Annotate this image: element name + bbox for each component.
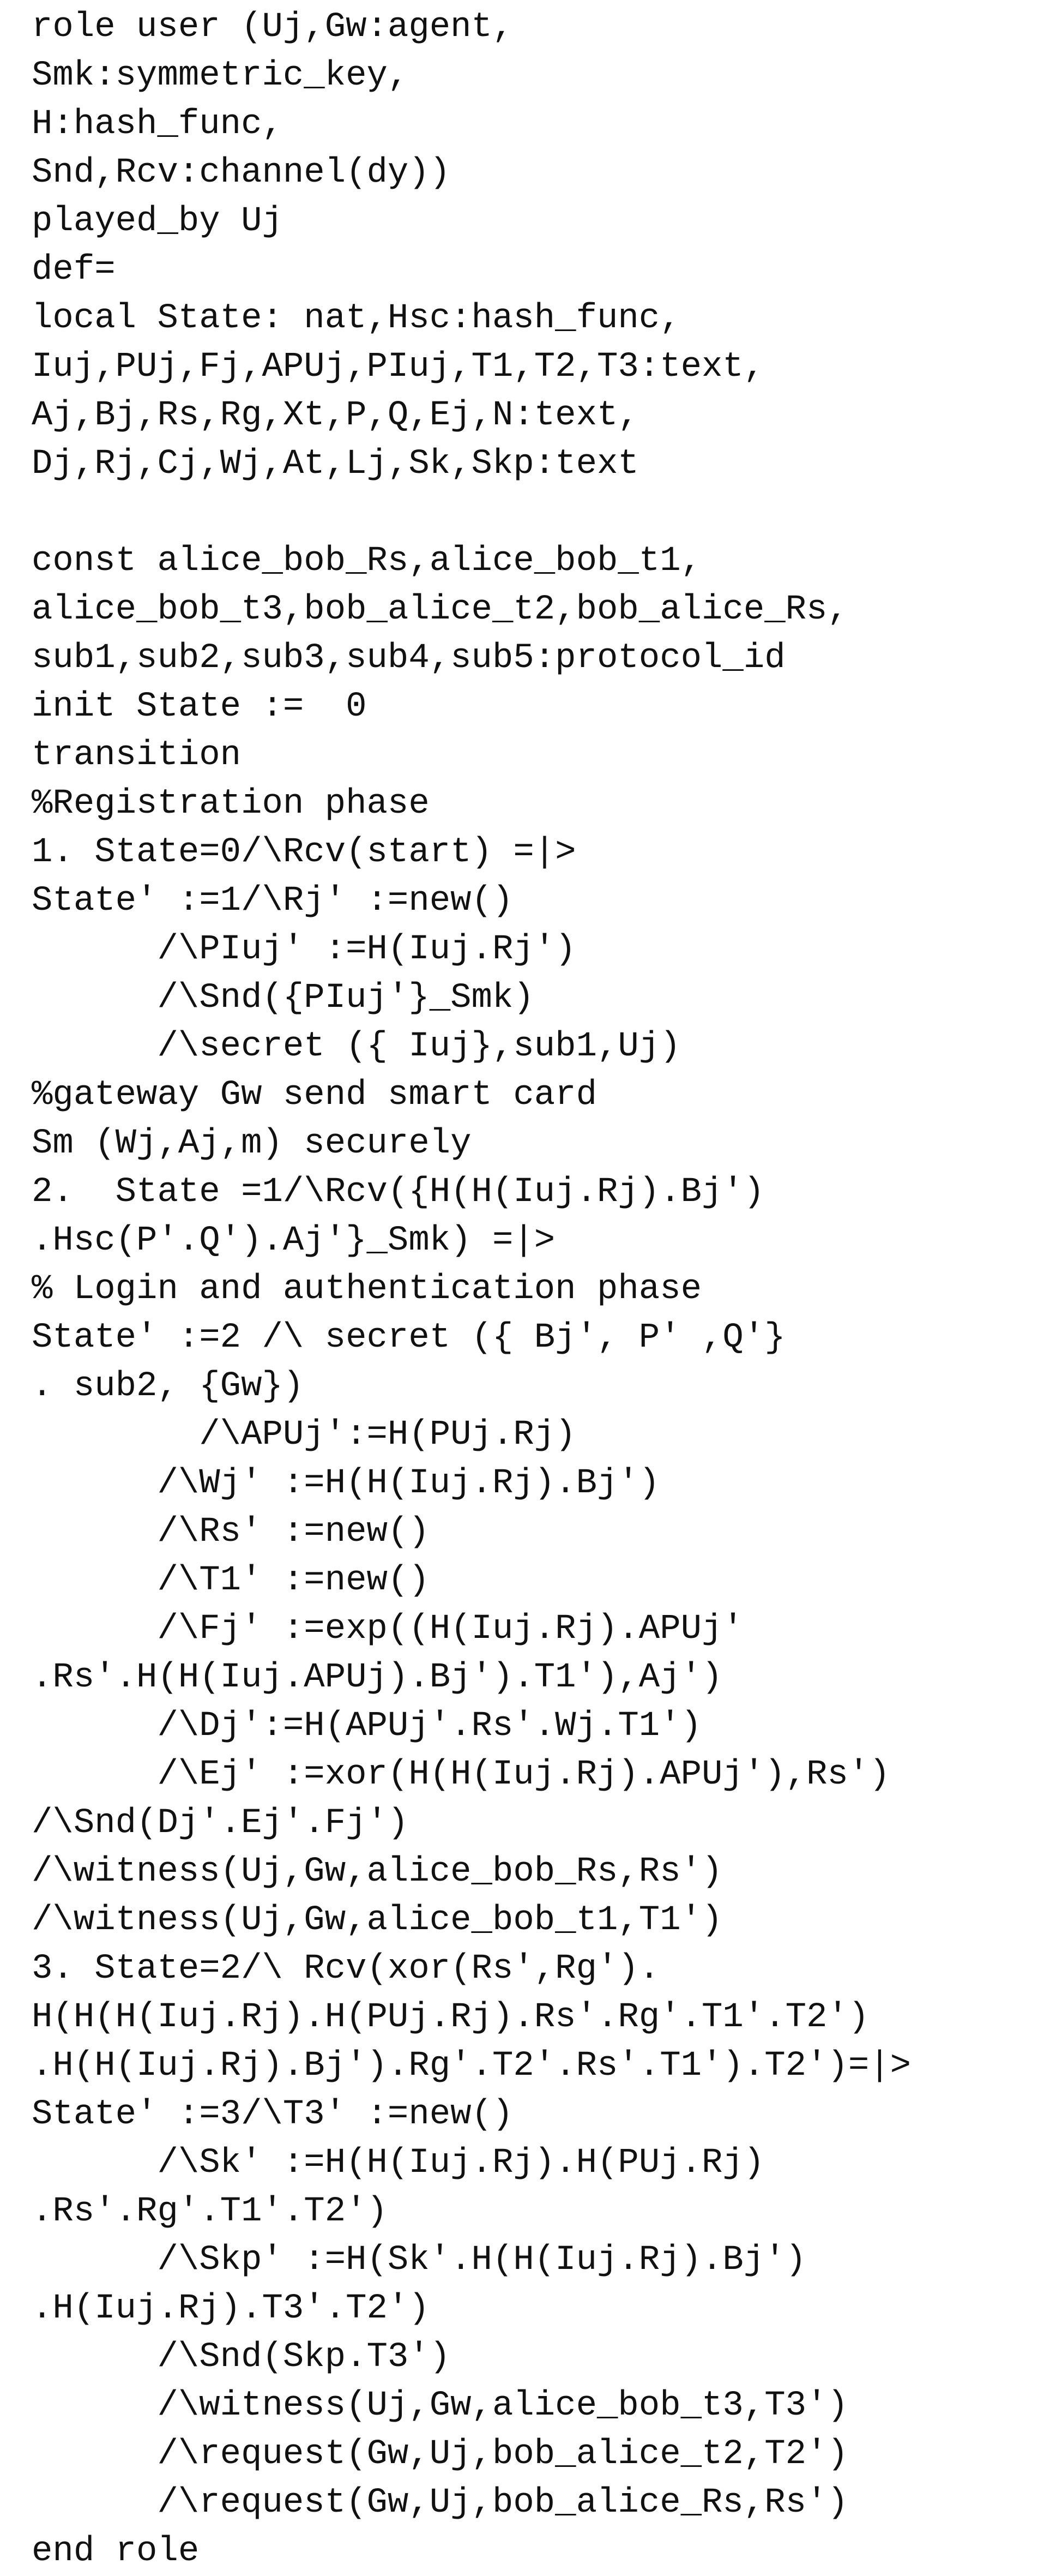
code-line: /\witness(Uj,Gw,alice_bob_t3,T3') — [32, 2386, 848, 2425]
code-line: end role — [32, 2532, 200, 2571]
code-line: init State := 0 — [32, 687, 367, 726]
code-line: % Login and authentication phase — [32, 1270, 702, 1309]
code-line: .Hsc(P'.Q').Aj'}_Smk) =|> — [32, 1221, 556, 1260]
code-line: transition — [32, 736, 242, 775]
code-line: /\PIuj' :=H(Iuj.Rj') — [32, 930, 576, 969]
code-line: /\T1' :=new() — [32, 1561, 430, 1600]
code-line: Smk:symmetric_key, — [32, 56, 409, 95]
code-line: /\Fj' :=exp((H(Iuj.Rj).APUj' — [32, 1610, 744, 1649]
code-line: /\APUj':=H(PUj.Rj) — [32, 1415, 576, 1455]
code-line: H:hash_func, — [32, 105, 283, 144]
code-line: 2. State =1/\Rcv({H(H(Iuj.Rj).Bj') — [32, 1173, 765, 1212]
code-line: /\Sk' :=H(H(Iuj.Rj).H(PUj.Rj) — [32, 2143, 765, 2183]
code-line: Sm (Wj,Aj,m) securely — [32, 1124, 472, 1163]
code-line: %Registration phase — [32, 784, 430, 824]
code-line: .Rs'.Rg'.T1'.T2') — [32, 2192, 388, 2231]
code-line: alice_bob_t3,bob_alice_t2,bob_alice_Rs, — [32, 590, 848, 629]
code-line — [32, 489, 911, 537]
code-line: /\secret ({ Iuj},sub1,Uj) — [32, 1027, 681, 1066]
code-line: /\witness(Uj,Gw,alice_bob_Rs,Rs') — [32, 1852, 723, 1892]
code-line: role user (Uj,Gw:agent, — [32, 8, 514, 47]
code-line: /\witness(Uj,Gw,alice_bob_t1,T1') — [32, 1901, 723, 1940]
code-line: 1. State=0/\Rcv(start) =|> — [32, 833, 576, 872]
code-lines: role user (Uj,Gw:agent, Smk:symmetric_key… — [32, 3, 911, 2576]
code-line: /\Rs' :=new() — [32, 1512, 430, 1552]
code-line: .Rs'.H(H(Iuj.APUj).Bj').T1'),Aj') — [32, 1658, 723, 1697]
code-line: /\Skp' :=H(Sk'.H(H(Iuj.Rj).Bj') — [32, 2241, 807, 2280]
code-line: %gateway Gw send smart card — [32, 1076, 597, 1115]
code-line: /\Wj' :=H(H(Iuj.Rj).Bj') — [32, 1464, 660, 1503]
code-line: Snd,Rcv:channel(dy)) — [32, 153, 451, 193]
code-line: Iuj,PUj,Fj,APUj,PIuj,T1,T2,T3:text, — [32, 347, 765, 387]
code-line: /\Snd(Skp.T3') — [32, 2338, 451, 2377]
code-line: .H(Iuj.Rj).T3'.T2') — [32, 2289, 430, 2328]
code-line: /\Snd(Dj'.Ej'.Fj') — [32, 1804, 409, 1843]
code-line: played_by Uj — [32, 202, 283, 241]
code-line: Dj,Rj,Cj,Wj,At,Lj,Sk,Skp:text — [32, 445, 639, 484]
code-line: local State: nat,Hsc:hash_func, — [32, 299, 681, 338]
code-listing: role user (Uj,Gw:agent, Smk:symmetric_key… — [32, 8, 912, 2571]
code-line: State' :=2 /\ secret ({ Bj', P' ,Q'} — [32, 1318, 786, 1358]
code-line: State' :=3/\T3' :=new() — [32, 2095, 514, 2134]
code-line: /\Dj':=H(APUj'.Rs'.Wj.T1') — [32, 1707, 702, 1746]
code-line: .H(H(Iuj.Rj).Bj').Rg'.T2'.Rs'.T1').T2')=… — [32, 2046, 912, 2086]
code-line: /\Ej' :=xor(H(H(Iuj.Rj).APUj'),Rs') — [32, 1755, 890, 1794]
code-line: . sub2, {Gw}) — [32, 1367, 304, 1406]
code-line: /\Snd({PIuj'}_Smk) — [32, 978, 534, 1018]
code-line: def= — [32, 250, 116, 290]
code-line: Aj,Bj,Rs,Rg,Xt,P,Q,Ej,N:text, — [32, 396, 639, 435]
code-line: /\request(Gw,Uj,bob_alice_t2,T2') — [32, 2435, 848, 2474]
code-line: const alice_bob_Rs,alice_bob_t1, — [32, 542, 702, 581]
code-line: sub1,sub2,sub3,sub4,sub5:protocol_id — [32, 639, 786, 678]
code-line: /\request(Gw,Uj,bob_alice_Rs,Rs') — [32, 2483, 848, 2523]
code-line: H(H(H(Iuj.Rj).H(PUj.Rj).Rs'.Rg'.T1'.T2') — [32, 1998, 870, 2037]
code-line: State' :=1/\Rj' :=new() — [32, 881, 514, 921]
code-line: 3. State=2/\ Rcv(xor(Rs',Rg'). — [32, 1949, 660, 1989]
